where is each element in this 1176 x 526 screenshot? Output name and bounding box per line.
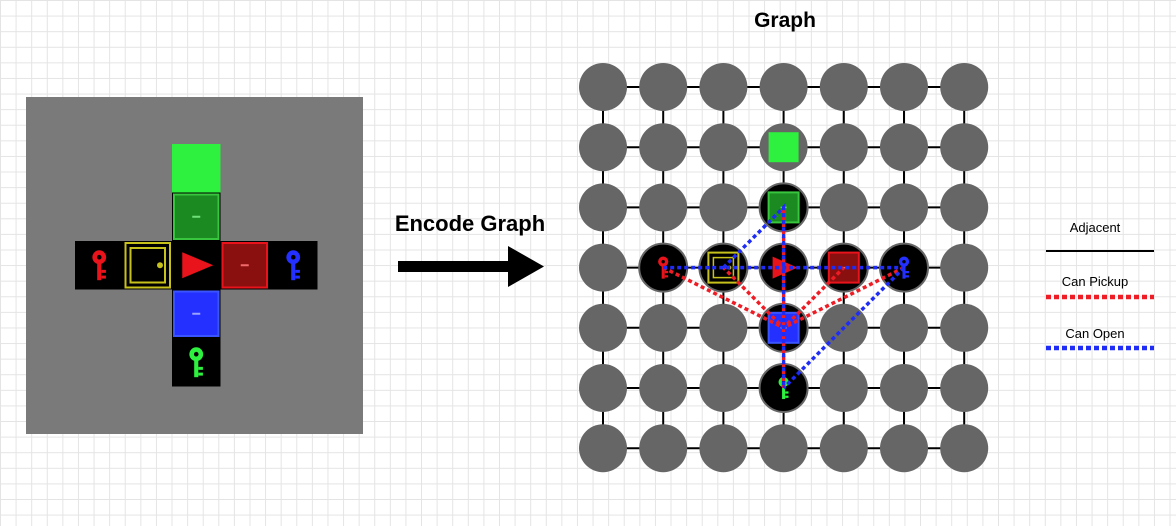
environment-panel [26, 97, 363, 434]
graph-node-empty [940, 183, 989, 232]
graph-node-empty [819, 183, 868, 232]
graph-node-empty [940, 424, 989, 473]
green-key-tile [172, 338, 221, 387]
key-icon [189, 347, 204, 378]
graph-node-empty [940, 123, 989, 172]
green-goal-tile [172, 144, 221, 193]
agent-tile [172, 241, 221, 290]
graph-node-empty [940, 364, 989, 412]
graph-node-empty [639, 123, 688, 172]
graph-node-empty [759, 424, 808, 473]
red-key-tile [75, 241, 124, 290]
open-blue-key-blue-door [782, 266, 906, 390]
key-icon [898, 256, 910, 279]
graph-node-empty [579, 303, 627, 352]
legend: Adjacent Can Pickup Can Open [1046, 220, 1154, 351]
graph-node-empty [639, 424, 688, 473]
graph-node-empty [699, 123, 748, 172]
blue-door-tile [172, 289, 221, 338]
door-icon [173, 193, 220, 240]
graph-node-empty [819, 63, 868, 111]
graph-node-empty [880, 424, 928, 473]
graph-title: Graph [754, 9, 816, 32]
door-icon [124, 242, 171, 289]
graph-node-empty [699, 303, 748, 352]
graph-node-empty [880, 303, 928, 352]
red-door-tile [220, 241, 269, 290]
encode-arrow: Encode Graph [395, 211, 545, 287]
legend-adjacent-label: Adjacent [1070, 220, 1121, 235]
graph-node-empty [880, 183, 928, 232]
graph-node-empty [579, 123, 627, 172]
graph-node-empty [819, 123, 868, 172]
graph-node-empty [940, 303, 989, 352]
blue-key-tile [269, 241, 318, 290]
graph-node-empty [639, 364, 688, 412]
environment-cells [75, 144, 318, 387]
graph-node-empty [579, 183, 627, 232]
legend-can-open-label: Can Open [1065, 326, 1124, 341]
key-icon [286, 250, 301, 281]
graph-node-empty [759, 63, 808, 111]
graph-node-empty [579, 63, 627, 111]
graph-node-empty [699, 63, 748, 111]
legend-can-pickup-label: Can Pickup [1062, 274, 1128, 289]
key-icon [92, 250, 107, 281]
graph-node-empty [699, 364, 748, 412]
agent-triangle-icon [182, 252, 214, 279]
graph-node-empty [639, 303, 688, 352]
node-green-goal [759, 123, 808, 172]
arrow-shaft [398, 261, 510, 272]
goal-square [172, 144, 221, 193]
yellow-door-tile [123, 241, 172, 290]
graph-node-empty [579, 424, 627, 473]
graph-node-empty [940, 63, 989, 111]
green-door-tile [172, 192, 221, 241]
key-icon [658, 256, 669, 279]
graph-node-empty [819, 424, 868, 473]
graph-node-empty [639, 183, 688, 232]
arrow-head [508, 246, 544, 287]
graph-node-empty [699, 424, 748, 473]
graph-node-empty [579, 243, 627, 292]
graph-node-empty [579, 364, 627, 412]
graph-relation-edges [662, 203, 906, 390]
goal-square [768, 132, 799, 163]
graph-node-empty [940, 243, 989, 292]
graph-node-empty [880, 123, 928, 172]
graph-node-empty [880, 364, 928, 412]
graph-node-empty [639, 63, 688, 111]
encode-graph-label: Encode Graph [395, 211, 545, 236]
graph-node-empty [819, 364, 868, 412]
graph-node-empty [880, 63, 928, 111]
graph-node-empty [699, 183, 748, 232]
open-green-door-yellow [722, 203, 786, 388]
